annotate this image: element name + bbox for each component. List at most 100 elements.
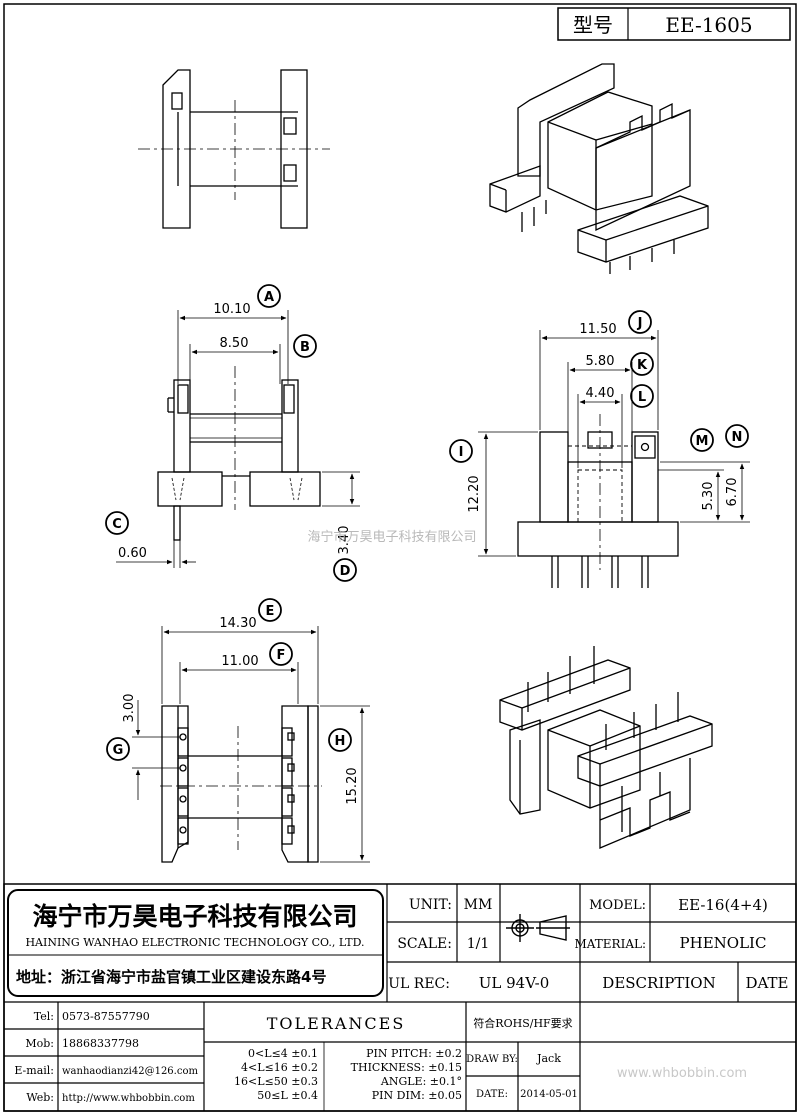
draw-by-value: Jack	[536, 1052, 561, 1065]
tolerances-title: TOLERANCES	[267, 1014, 406, 1033]
front-view-labels: 10.10 8.50 0.60 3.40	[118, 302, 352, 561]
callout-f	[269, 642, 293, 666]
callouts	[105, 284, 749, 761]
dim-g-value: 3.00	[122, 694, 137, 723]
tolerance-spec-4: PIN DIM: ±0.05	[372, 1089, 462, 1102]
model-label: MODEL:	[589, 898, 646, 913]
tolerance-spec-1: PIN PITCH: ±0.2	[366, 1047, 462, 1060]
dim-k-value: 5.80	[586, 354, 615, 369]
title-model: EE-1605	[665, 13, 752, 37]
callout-d	[333, 558, 357, 582]
callout-b	[293, 334, 317, 358]
contacts: Tel: 0573-87557790 Mob: 18868337798 E-ma…	[14, 1010, 198, 1104]
callout-c-letter: C	[112, 517, 122, 532]
side-view-dims	[478, 330, 750, 557]
unit-label: UNIT:	[409, 897, 452, 913]
title-block	[3, 883, 797, 1112]
scale-label: SCALE:	[397, 936, 452, 952]
callout-m-letter: M	[696, 434, 709, 449]
tolerance-spec-3: ANGLE: ±0.1°	[380, 1075, 462, 1088]
dim-e-value: 14.30	[219, 616, 256, 631]
info-cells: UNIT: MM SCALE: 1/1 MODEL: EE-16(4+4) MA…	[388, 896, 788, 992]
dim-l-value: 4.40	[586, 386, 615, 401]
company-address: 地址：浙江省海宁市盐官镇工业区建设东路4号	[16, 968, 326, 986]
dim-n-value: 6.70	[725, 478, 740, 507]
projection-symbol-icon	[506, 914, 570, 942]
side-view	[517, 414, 679, 588]
dim-h-value: 15.20	[345, 767, 360, 804]
callout-f-letter: F	[277, 648, 286, 663]
callout-i-letter: I	[459, 445, 464, 460]
email-value: wanhaodianzi42@126.com	[62, 1066, 198, 1077]
mob-label: Mob:	[25, 1037, 54, 1050]
dim-f-value: 11.00	[221, 654, 258, 669]
bottom-view	[160, 705, 322, 863]
dim-m-value: 5.30	[701, 482, 716, 511]
callout-d-letter: D	[340, 564, 351, 579]
callout-g-letter: G	[113, 743, 124, 758]
company-name-en: HAINING WANHAO ELECTRONIC TECHNOLOGY CO.…	[25, 936, 364, 949]
side-view-labels: 11.50 5.80 4.40 12.20 5.30 6.70	[467, 322, 740, 513]
dim-i-value: 12.20	[467, 475, 482, 512]
title-box: 型号 EE-1605	[557, 7, 791, 41]
iso-view-top	[489, 63, 709, 274]
dim-c-value: 0.60	[118, 546, 147, 561]
callout-j	[628, 310, 652, 334]
email-label: E-mail:	[14, 1064, 54, 1077]
ulrec-label: UL REC:	[388, 976, 450, 992]
date-header: DATE	[746, 974, 789, 992]
watermark-text: 海宁市万昊电子科技有限公司	[307, 529, 476, 545]
iso-view-bottom	[499, 646, 713, 849]
unit-value: MM	[464, 897, 493, 913]
description-label: DESCRIPTION	[602, 974, 715, 992]
callout-l-letter: L	[638, 390, 646, 405]
callout-h-letter: H	[335, 734, 346, 749]
dim-a-value: 10.10	[213, 302, 250, 317]
material-value: PHENOLIC	[680, 934, 767, 952]
dim-j-value: 11.50	[579, 322, 616, 337]
callout-a-letter: A	[264, 290, 274, 305]
callout-k	[630, 352, 654, 376]
tel-label: Tel:	[34, 1010, 54, 1023]
top-view	[138, 69, 330, 229]
web-label: Web:	[26, 1091, 54, 1104]
callout-g	[106, 737, 130, 761]
callout-l	[630, 384, 654, 408]
bottom-view-dims	[132, 626, 370, 863]
mob-value: 18868337798	[62, 1037, 139, 1050]
callout-letters: A B C D E F G H I J K L M N	[112, 290, 742, 758]
sign-off: DRAW BY: Jack DATE: 2014-05-01	[466, 1052, 578, 1100]
callout-a	[257, 284, 281, 308]
callout-h	[328, 728, 352, 752]
callout-e	[258, 598, 282, 622]
tel-value: 0573-87557790	[62, 1010, 150, 1023]
callout-j-letter: J	[637, 316, 643, 331]
callout-e-letter: E	[266, 604, 275, 619]
callout-k-letter: K	[637, 358, 648, 373]
bottom-view-labels: 14.30 11.00 3.00 15.20	[122, 616, 360, 805]
ulrec-value: UL 94V-0	[479, 974, 550, 992]
date-value: 2014-05-01	[520, 1089, 578, 1100]
callout-m	[690, 428, 714, 452]
web-value: http://www.whbobbin.com	[62, 1093, 195, 1104]
dim-b-value: 8.50	[220, 336, 249, 351]
company-name-cn: 海宁市万昊电子科技有限公司	[32, 902, 357, 931]
callout-n-letter: N	[732, 430, 743, 445]
front-view-dims	[116, 310, 360, 568]
tolerance-range-3: 16<L≤50 ±0.3	[234, 1075, 318, 1088]
callout-b-letter: B	[300, 340, 310, 355]
tolerance-range-1: 0<L≤4 ±0.1	[248, 1047, 318, 1060]
model-value: EE-16(4+4)	[678, 896, 768, 914]
callout-n	[725, 424, 749, 448]
tolerances: TOLERANCES 符合ROHS/HF要求 0<L≤4 ±0.1 4<L≤16…	[234, 1014, 573, 1102]
date-label: DATE:	[476, 1089, 508, 1100]
tolerance-range-2: 4<L≤16 ±0.2	[241, 1061, 318, 1074]
callout-c	[105, 511, 129, 535]
footer-watermark: www.whbobbin.com	[617, 1066, 747, 1081]
draw-by-label: DRAW BY:	[466, 1054, 518, 1065]
callout-i	[449, 439, 473, 463]
scale-value: 1/1	[467, 936, 490, 952]
material-label: MATERIAL:	[574, 937, 646, 951]
title-label: 型号	[573, 13, 613, 37]
